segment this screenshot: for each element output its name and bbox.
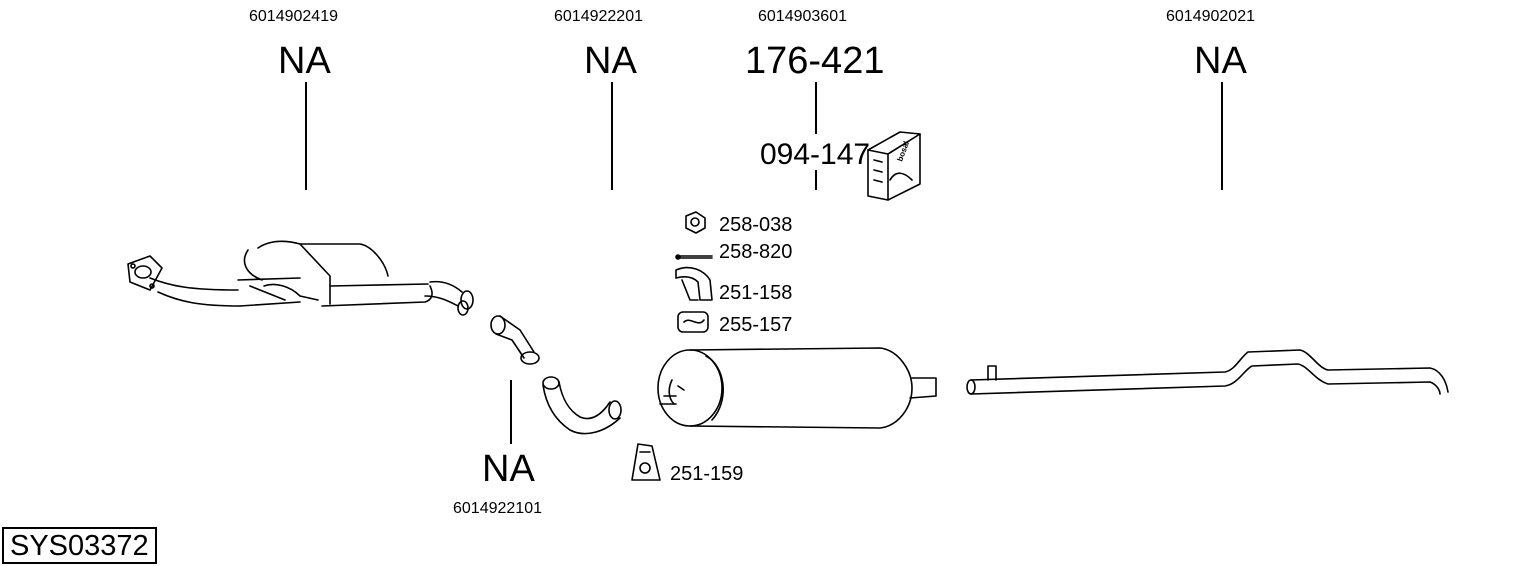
leader-line-rear-silencer-top [815,82,817,134]
bolt-drawing [675,254,713,260]
kit-number-rear-silencer: 094-147 [760,138,871,171]
oe-number-front-pipe: 6014902419 [249,8,338,25]
middle-pipe-a-drawing [490,315,540,365]
oe-number-middle-pipe-a: 6014922201 [554,8,643,25]
accessory-label-nut: 258-038 [719,214,793,236]
leader-line-middle-pipe-b [510,380,512,444]
accessory-label-bolt: 258-820 [719,241,793,263]
oe-number-rear-silencer: 6014903601 [758,8,847,25]
bracket-drawing [631,443,661,481]
part-number-front-pipe: NA [278,40,331,82]
leader-line-middle-pipe-a [611,82,613,190]
accessory-label-rubber-mount: 255-157 [719,314,793,336]
rear-silencer-drawing [657,347,937,429]
part-number-middle-pipe-a: NA [584,40,637,82]
tail-pipe-drawing [966,349,1449,395]
leader-line-tail-pipe [1221,82,1223,190]
part-number-tail-pipe: NA [1194,40,1247,82]
rubber-mount-drawing [677,311,709,333]
leader-line-front-pipe [305,82,307,190]
middle-pipe-b-drawing [542,376,622,435]
accessory-label-bracket: 251-159 [670,463,744,485]
leader-line-rear-silencer-bottom [815,170,817,190]
system-code-badge: SYS03372 [2,527,157,564]
clamp-drawing [675,266,713,301]
oe-number-middle-pipe-b: 6014922101 [453,500,542,517]
oe-number-tail-pipe: 6014902021 [1166,8,1255,25]
accessory-label-clamp: 251-158 [719,282,793,304]
nut-drawing [685,211,706,234]
part-number-rear-silencer: 176-421 [745,40,885,82]
part-number-middle-pipe-b: NA [482,448,535,490]
kit-box-drawing [867,131,921,201]
front-pipe-drawing [127,240,474,316]
